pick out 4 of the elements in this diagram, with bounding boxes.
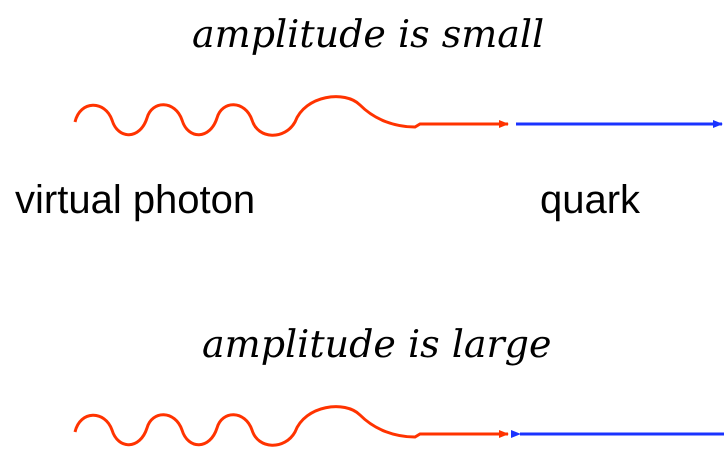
particle-label: quark (540, 178, 640, 223)
heading: amplitude is large (202, 322, 552, 366)
heading: amplitude is small (192, 12, 544, 56)
particle-label: virtual photon (15, 178, 256, 223)
